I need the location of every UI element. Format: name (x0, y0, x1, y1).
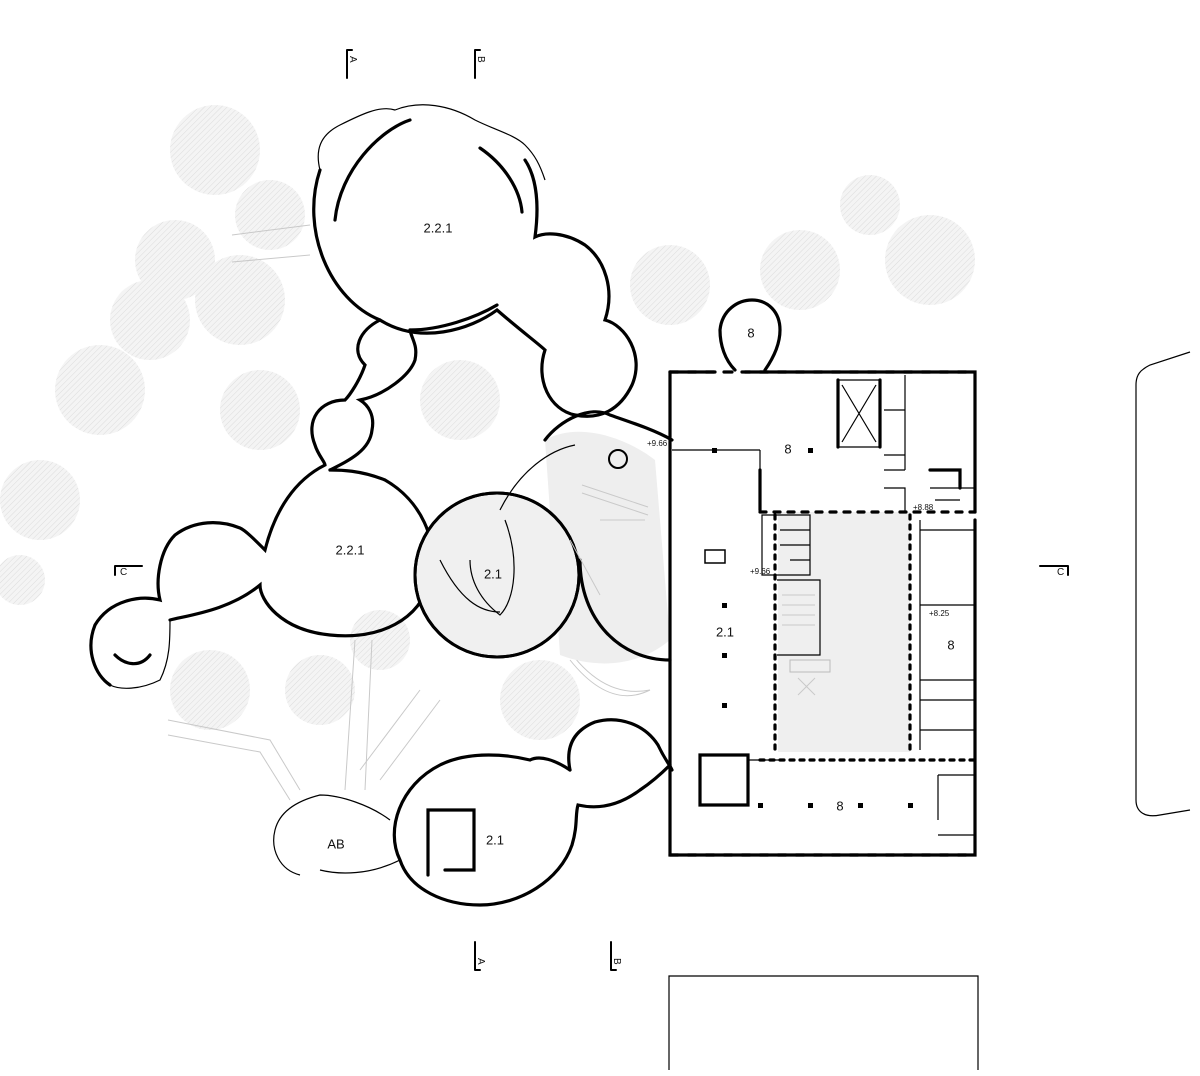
room-label-main-hall-2-1: 2.1 (716, 624, 734, 639)
section-mark-c-left: C (120, 567, 127, 578)
south-pavilion-wall (273, 718, 674, 907)
room-label-south-2-1: 2.1 (486, 832, 504, 847)
section-mark-c-right: C (1057, 567, 1064, 578)
room-label-annex-8: 8 (747, 325, 754, 340)
room-label-central-2-1: 2.1 (484, 566, 502, 581)
landscape-paths (167, 224, 651, 801)
main-building (668, 370, 977, 857)
north-annex (718, 298, 782, 372)
section-mark-b-top: B (475, 56, 486, 63)
section-mark-a-bottom: A (475, 958, 486, 965)
road-outline (668, 351, 1191, 1070)
level-mark: +9.66 (750, 567, 771, 576)
room-label-east-wing-8: 8 (947, 637, 954, 652)
west-pavilion-wall (89, 303, 499, 689)
room-label-ab: AB (327, 836, 344, 851)
room-label-north-2-2-1: 2.2.1 (424, 220, 453, 235)
north-pavilion-wall (312, 104, 638, 418)
room-label-south-wing-8: 8 (836, 798, 843, 813)
room-label-west-2-2-1: 2.2.1 (336, 542, 365, 557)
level-mark: +8.25 (929, 609, 950, 618)
section-markers (114, 49, 1069, 971)
section-mark-a-top: A (347, 56, 358, 63)
trees-hatch (0, 105, 975, 740)
level-mark: +9.66 (647, 439, 668, 448)
section-mark-b-bottom: B (611, 958, 622, 965)
central-pavilions (413, 410, 674, 697)
room-label-north-wing-8: 8 (784, 441, 791, 456)
level-mark: +8.88 (913, 503, 934, 512)
